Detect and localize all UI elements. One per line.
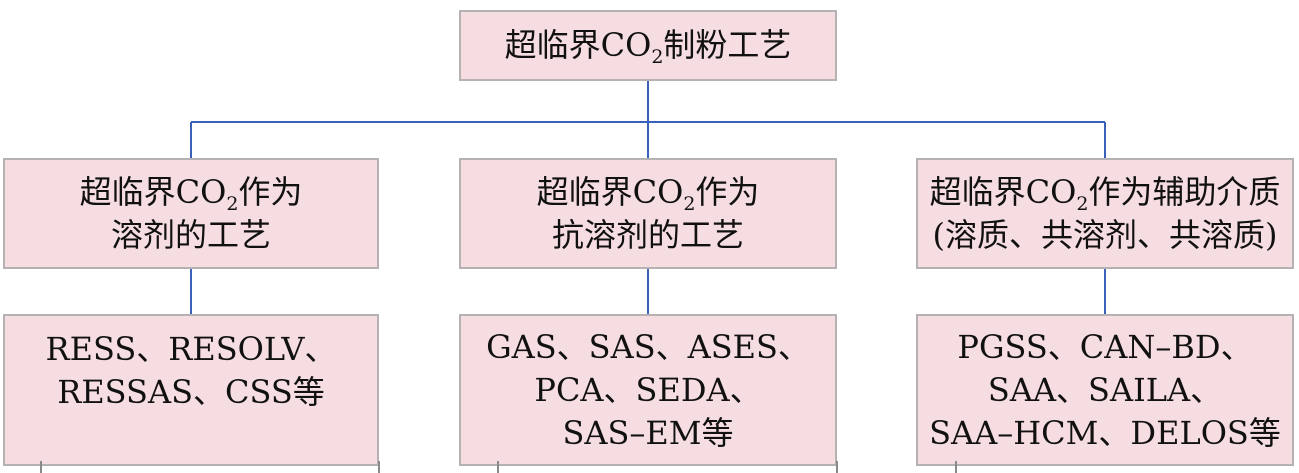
process-node-line: GAS、SAS、ASES、 (486, 328, 810, 366)
process-node-line: RESS、RESOLV、 (45, 330, 337, 368)
continuation-tick (955, 461, 957, 473)
category-node-line: (溶质、共溶剂、共溶质) (932, 215, 1278, 254)
category-node-solvent: 超临界CO2作为 溶剂的工艺 (3, 158, 379, 269)
root-node-line: 超临界CO2制粉工艺 (504, 26, 792, 68)
process-node-solvent: RESS、RESOLV、 RESSAS、CSS等 (3, 314, 379, 466)
process-node-line: SAS–EM等 (562, 414, 734, 452)
continuation-tick (836, 461, 838, 473)
continuation-tick (378, 461, 380, 473)
continuation-tick (497, 461, 499, 473)
root-node: 超临界CO2制粉工艺 (459, 10, 837, 81)
process-node-line: RESSAS、CSS等 (57, 373, 325, 411)
process-node-antisolvent: GAS、SAS、ASES、 PCA、SEDA、 SAS–EM等 (459, 314, 837, 466)
category-node-line: 溶剂的工艺 (110, 215, 271, 254)
category-node-auxiliary: 超临界CO2作为辅助介质 (溶质、共溶剂、共溶质) (916, 158, 1294, 269)
category-node-line: 超临界CO2作为辅助介质 (929, 172, 1281, 215)
process-node-line: PCA、SEDA、 (534, 371, 762, 409)
process-node-line: SAA、SAILA、 (987, 371, 1223, 409)
category-node-line: 超临界CO2作为 (536, 172, 760, 215)
process-node-line: PGSS、CAN–BD、 (957, 328, 1253, 366)
continuation-tick (40, 461, 42, 473)
process-node-line: SAA–HCM、DELOS等 (929, 414, 1281, 452)
category-node-antisolvent: 超临界CO2作为 抗溶剂的工艺 (459, 158, 837, 269)
category-node-line: 抗溶剂的工艺 (551, 215, 744, 254)
category-node-line: 超临界CO2作为 (79, 172, 303, 215)
process-node-auxiliary: PGSS、CAN–BD、 SAA、SAILA、 SAA–HCM、DELOS等 (916, 314, 1294, 466)
